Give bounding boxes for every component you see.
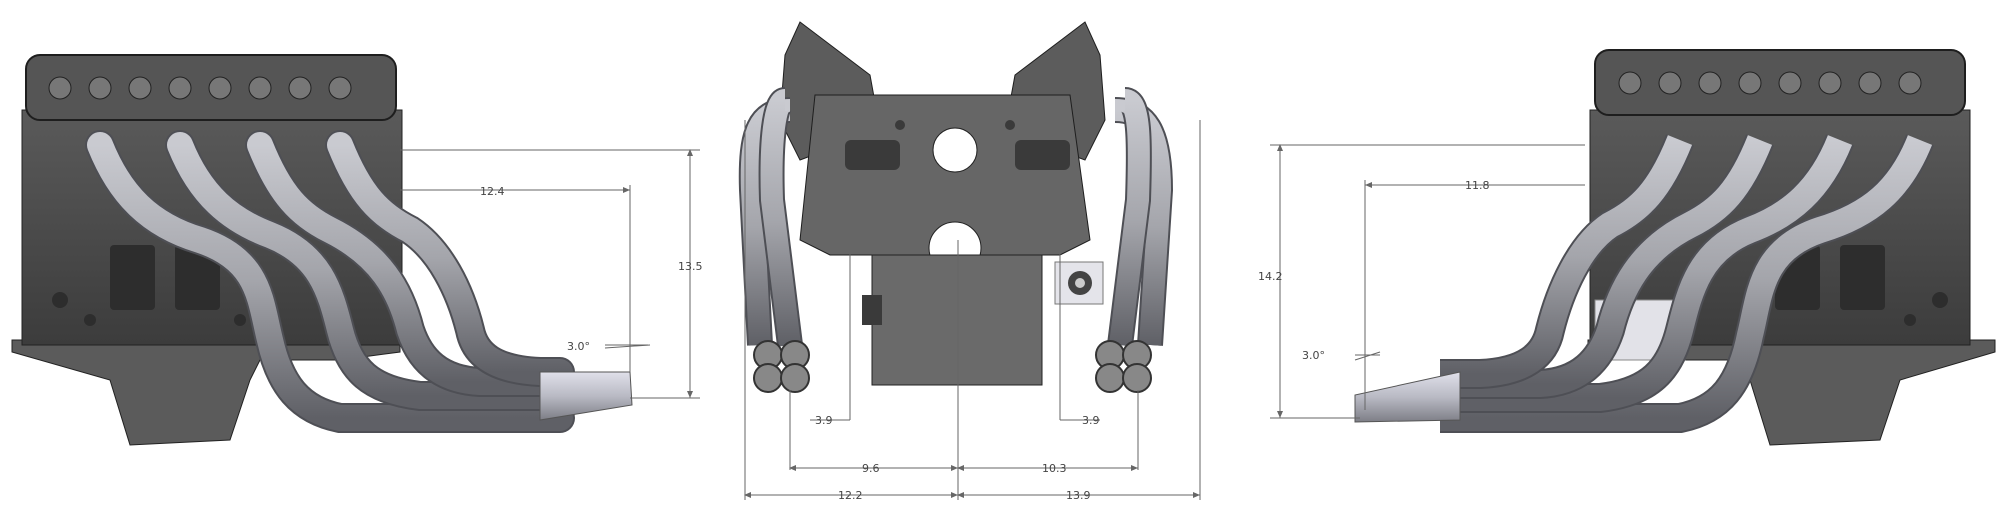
dim-front-right-collector-height: 3.9 bbox=[1082, 414, 1100, 427]
front-view: 3.9 3.9 9.6 10.3 12.2 13.9 bbox=[738, 21, 1201, 502]
dim-front-right-overall: 13.9 bbox=[1066, 489, 1091, 502]
dim-right-height: 14.2 bbox=[1258, 270, 1283, 283]
header-pipes-right bbox=[1440, 134, 1934, 433]
dim-right-angle: 3.0° bbox=[1302, 349, 1325, 362]
dim-front-right-width: 10.3 bbox=[1042, 462, 1067, 475]
dim-left-angle: 3.0° bbox=[567, 340, 590, 353]
dim-front-left-width: 9.6 bbox=[862, 462, 880, 475]
dim-left-height: 13.5 bbox=[678, 260, 703, 273]
header-pipes-front-left bbox=[738, 87, 803, 347]
accessory-pulley bbox=[1054, 261, 1104, 305]
right-side-view: 11.8 14.2 3.0° bbox=[1258, 49, 1996, 446]
header-pipes-left bbox=[85, 130, 575, 433]
dim-left-horizontal: 12.4 bbox=[480, 185, 505, 198]
collector-front-left bbox=[753, 340, 810, 393]
collector-front-right bbox=[1095, 340, 1152, 393]
oil-pan-left bbox=[11, 339, 401, 446]
dim-right-horizontal: 11.8 bbox=[1465, 179, 1490, 192]
oil-pan-front bbox=[871, 254, 1043, 386]
header-pipes-front-right bbox=[1107, 87, 1174, 347]
dim-front-left-collector-height: 3.9 bbox=[815, 414, 833, 427]
dim-front-left-overall: 12.2 bbox=[838, 489, 863, 502]
collector-left bbox=[539, 371, 633, 421]
left-side-view: 12.4 13.5 3.0° bbox=[11, 54, 703, 446]
collector-right bbox=[1354, 371, 1461, 423]
